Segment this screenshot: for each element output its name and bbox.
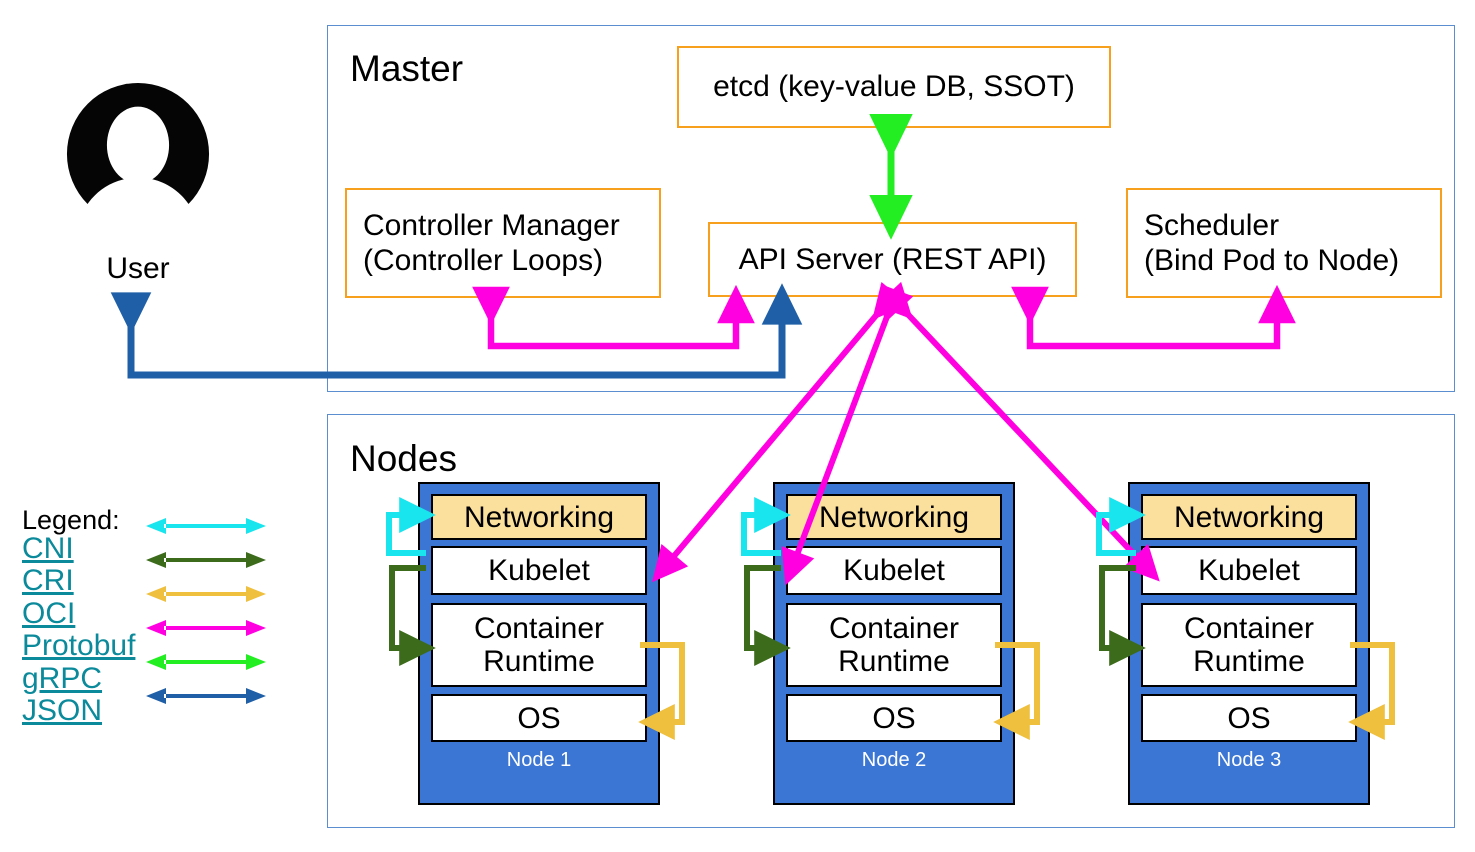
api-server-label: API Server (REST API): [738, 242, 1047, 276]
api-server-box[interactable]: API Server (REST API): [708, 222, 1077, 297]
node-3-kubelet[interactable]: Kubelet: [1141, 546, 1357, 595]
node-1-os[interactable]: OS: [431, 694, 647, 742]
node-3-label: Node 3: [1216, 749, 1282, 771]
nodes-group-title: Nodes: [350, 438, 457, 479]
node-2-os[interactable]: OS: [786, 694, 1002, 742]
legend-swatch-protobuf: [146, 620, 266, 636]
scheduler-label-line1: Scheduler: [1144, 208, 1280, 242]
node-2-container-runtime-line2: Runtime: [838, 645, 950, 678]
node-3-networking[interactable]: Networking: [1141, 494, 1357, 540]
etcd-box[interactable]: etcd (key-value DB, SSOT): [677, 46, 1111, 128]
legend-swatch-grpc: [146, 654, 266, 670]
node-2[interactable]: Networking Kubelet Container Runtime OS …: [773, 482, 1015, 805]
master-group-title: Master: [350, 48, 464, 89]
controller-manager-label-line1: Controller Manager: [363, 208, 620, 242]
node-1-container-runtime[interactable]: Container Runtime: [431, 603, 647, 687]
etcd-label: etcd (key-value DB, SSOT): [713, 70, 1075, 104]
legend-item-cni[interactable]: CNI: [22, 532, 74, 565]
node-1-kubelet[interactable]: Kubelet: [431, 546, 647, 595]
legend-swatch-oci: [146, 586, 266, 602]
node-3-container-runtime[interactable]: Container Runtime: [1141, 603, 1357, 687]
legend-swatches: [144, 516, 268, 716]
legend-swatch-cri: [146, 552, 266, 568]
legend-item-grpc[interactable]: gRPC: [22, 661, 103, 695]
scheduler-label-line2: (Bind Pod to Node): [1144, 244, 1400, 277]
node-3-container-runtime-line1: Container: [1183, 612, 1315, 645]
legend-item-protobuf[interactable]: Protobuf: [22, 629, 136, 663]
node-2-networking[interactable]: Networking: [786, 494, 1002, 540]
controller-manager-box[interactable]: Controller Manager (Controller Loops): [345, 188, 661, 298]
node-3-container-runtime-line2: Runtime: [1193, 645, 1305, 678]
legend-title: Legend:: [22, 505, 120, 535]
node-3[interactable]: Networking Kubelet Container Runtime OS …: [1128, 482, 1370, 805]
node-1-networking[interactable]: Networking: [431, 494, 647, 540]
legend-arrow-swatch-group: [146, 518, 266, 704]
legend-swatch-cni: [146, 518, 266, 534]
node-2-container-runtime[interactable]: Container Runtime: [786, 603, 1002, 687]
user-avatar-icon: [66, 82, 210, 227]
node-1-label: Node 1: [506, 749, 572, 771]
node-2-container-runtime-line1: Container: [828, 612, 960, 645]
user-label: User: [106, 252, 170, 285]
node-3-os[interactable]: OS: [1141, 694, 1357, 742]
node-2-kubelet[interactable]: Kubelet: [786, 546, 1002, 595]
node-1-container-runtime-line2: Runtime: [483, 645, 595, 678]
node-1[interactable]: Networking Kubelet Container Runtime OS …: [418, 482, 660, 805]
legend-item-cri[interactable]: CRI: [22, 564, 74, 598]
scheduler-box[interactable]: Scheduler (Bind Pod to Node): [1126, 188, 1442, 298]
legend-item-json[interactable]: JSON: [22, 693, 103, 727]
legend-list: CNI CRI OCI Protobuf gRPC JSON: [22, 532, 136, 727]
legend-swatch-json: [146, 688, 266, 704]
node-2-label: Node 2: [861, 749, 927, 771]
legend-item-oci[interactable]: OCI: [22, 596, 76, 630]
node-1-container-runtime-line1: Container: [473, 612, 605, 645]
user-avatar: [64, 80, 212, 233]
controller-manager-label-line2: (Controller Loops): [363, 244, 604, 277]
